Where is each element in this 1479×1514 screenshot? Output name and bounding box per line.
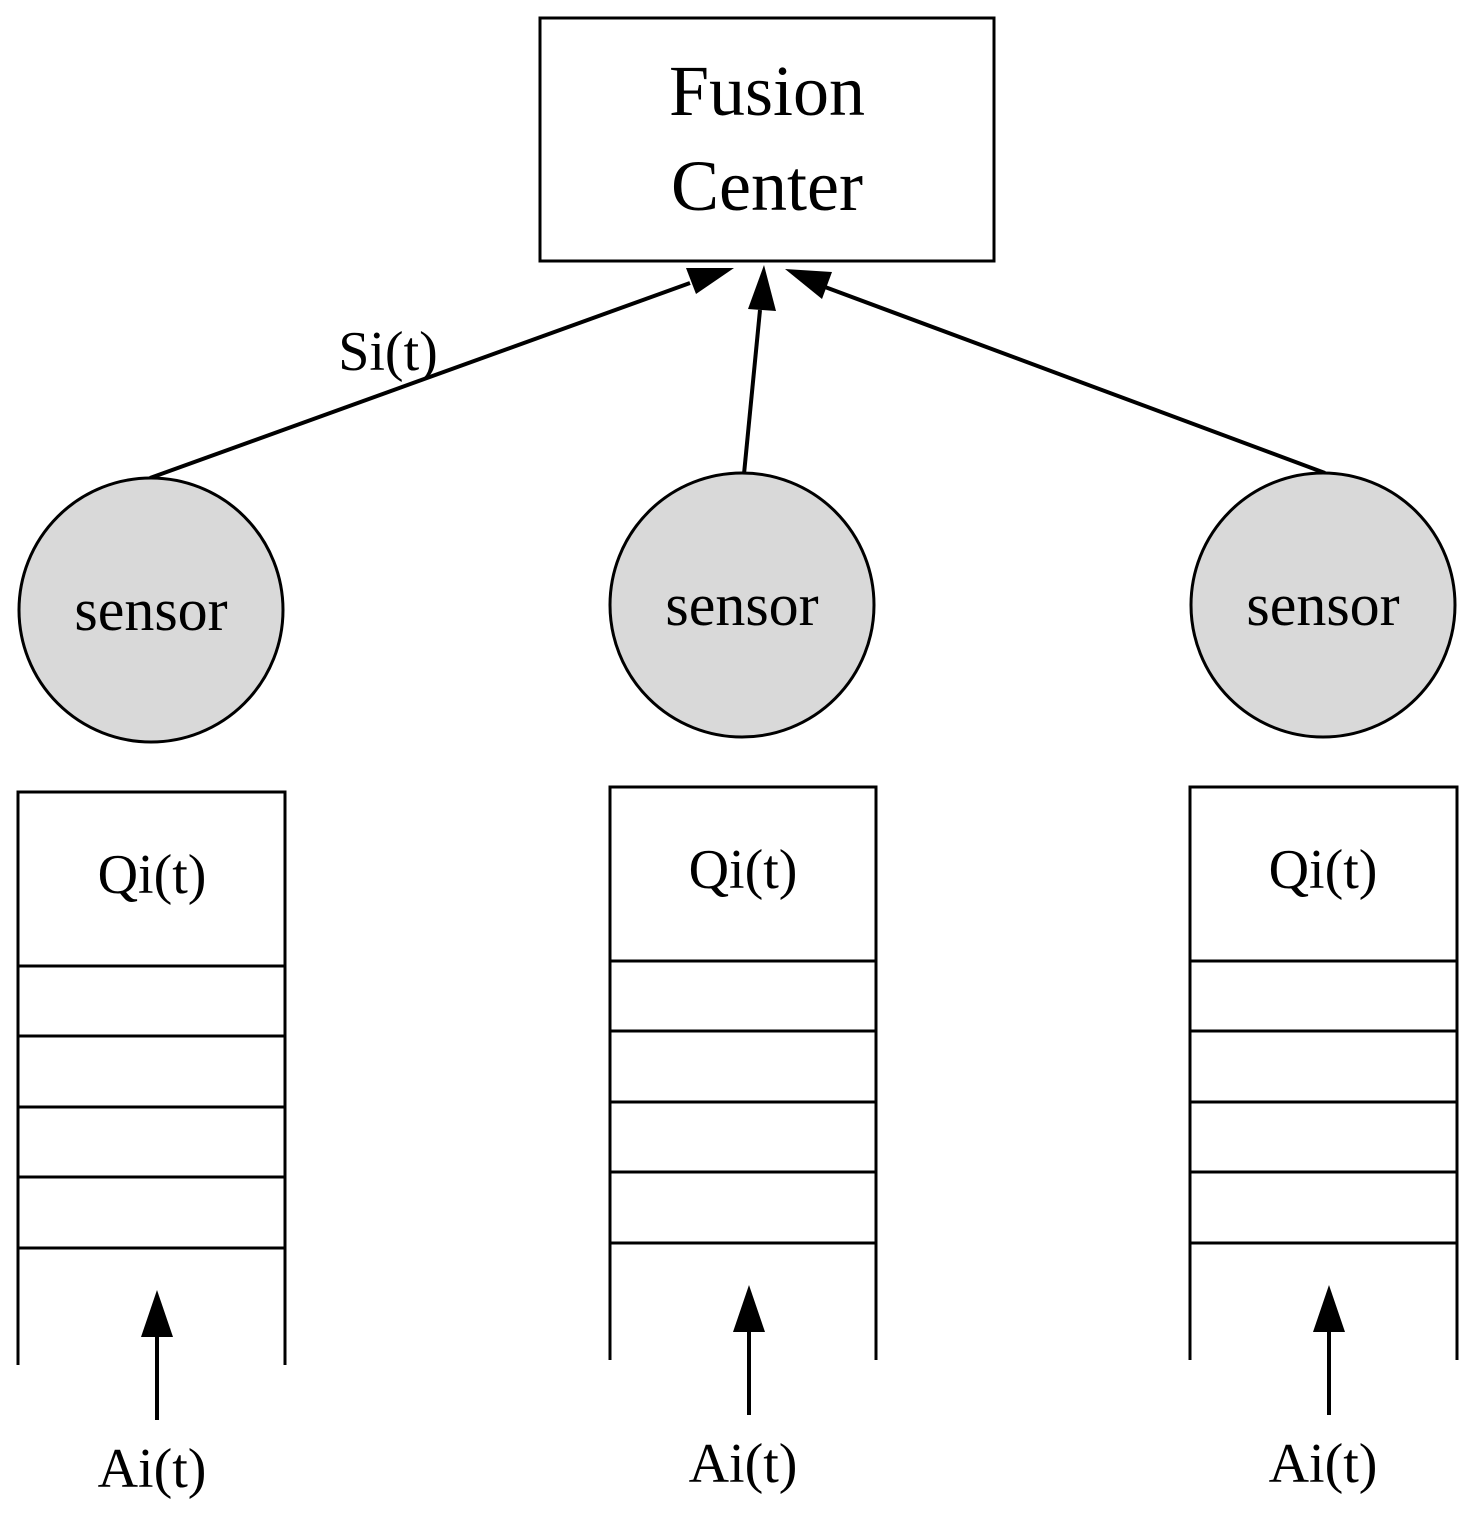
queue-outline <box>16 790 287 1365</box>
queue-1: Qi(t) Ai(t) <box>16 790 287 1500</box>
arrival-label: Ai(t) <box>1269 1433 1378 1495</box>
fusion-center-line2: Center <box>671 146 863 226</box>
queue-2: Qi(t) Ai(t) <box>608 785 878 1495</box>
link-right-arrowhead <box>785 269 832 299</box>
sensor-node-1: sensor <box>17 476 285 744</box>
queue-label: Qi(t) <box>689 839 798 901</box>
link-left-arrowhead <box>686 268 734 294</box>
links: Si(t) <box>149 265 1326 480</box>
queue-outline <box>608 785 878 1360</box>
queue-3: Qi(t) Ai(t) <box>1188 785 1459 1495</box>
link-center-arrowhead <box>748 265 776 311</box>
arrival-arrowhead <box>733 1285 765 1332</box>
sensor-node-3: sensor <box>1189 471 1457 739</box>
link-right <box>824 285 1326 475</box>
queue-label: Qi(t) <box>98 844 207 906</box>
arrival-label: Ai(t) <box>689 1433 798 1495</box>
queue-label: Qi(t) <box>1269 839 1378 901</box>
arrival-arrowhead <box>1313 1285 1345 1332</box>
fusion-center: Fusion Center <box>538 16 996 263</box>
link-center <box>742 309 762 475</box>
link-left <box>149 281 691 480</box>
sensor-label: sensor <box>1246 572 1399 638</box>
arrival-label: Ai(t) <box>98 1438 207 1500</box>
sensor-label: sensor <box>665 572 818 638</box>
fusion-center-line1: Fusion <box>669 51 865 131</box>
sensor-label: sensor <box>74 577 227 643</box>
sensor-node-2: sensor <box>608 471 876 739</box>
link-label: Si(t) <box>338 321 438 383</box>
arrival-arrowhead <box>141 1290 173 1337</box>
queue-outline <box>1188 785 1459 1360</box>
